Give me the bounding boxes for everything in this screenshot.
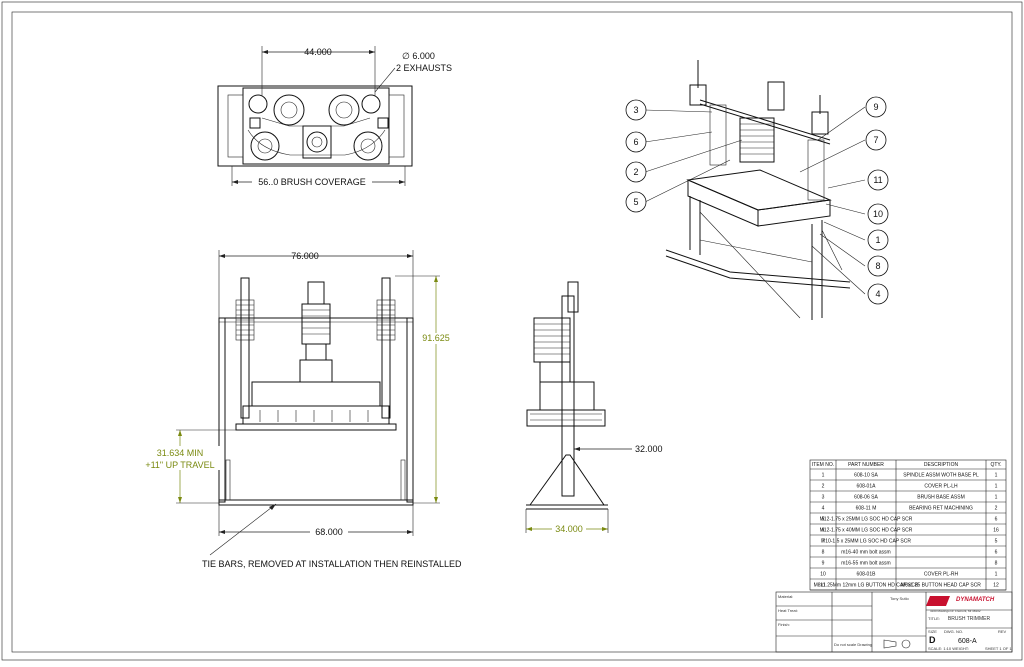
bom-cell-item: 2 [822, 484, 825, 490]
bom-cell-part: m16-55 mm bolt assm [841, 561, 890, 567]
bom-cell-item: 9 [822, 561, 825, 567]
tb-material: Material: [778, 594, 793, 599]
bom-cell-desc: COVER PL-RH [924, 572, 959, 578]
dim-brush-coverage: 56..0 BRUSH COVERAGE [258, 177, 366, 187]
bom-cell-part: 608-01A [857, 484, 877, 490]
bom-cell-item: 10 [820, 572, 826, 578]
dim-exhaust-dia: ∅ 6.000 [402, 51, 435, 61]
tb-dwg-label: DWG. NO. [944, 629, 963, 634]
bom-cell-qty: 1 [995, 484, 998, 490]
tb-finish: Finish: [778, 622, 790, 627]
balloon-11: 11 [873, 175, 882, 185]
bom-cell-item: 8 [822, 550, 825, 556]
bom-cell-item: 7 [822, 539, 825, 545]
dim-up-travel: +11" UP TRAVEL [145, 460, 214, 470]
tb-scale-note: Do not scale Drawing [834, 642, 872, 647]
balloon-4: 4 [875, 289, 880, 299]
side-view: 32.000 34.000 [525, 281, 663, 534]
tb-title: BRUSH TRIMMER [948, 616, 991, 622]
bom-cell-qty: 1 [995, 572, 998, 578]
bom-cell-part: 608-11 M [856, 506, 877, 512]
bom-cell-qty: 8 [995, 561, 998, 567]
bom-cell-qty: 1 [995, 473, 998, 479]
bom-cell-desc: M8x1.25 BUTTON HEAD CAP SCR [901, 583, 981, 589]
bom-cell-part: M12-1.75 x 40MM LG SOC HD CAP SCR [820, 528, 913, 534]
bom-cell-part: M10-1.5 x 25MM LG SOC HD CAP SCR [821, 539, 911, 545]
bom-cell-qty: 5 [995, 539, 998, 545]
tb-title-label: TITLE: [928, 616, 940, 621]
bom-cell-desc: COVER PL-LH [924, 484, 958, 490]
balloon-8: 8 [875, 261, 880, 271]
note-tie-bars: TIE BARS, REMOVED AT INSTALLATION THEN R… [202, 559, 462, 569]
bom-cell-desc: SPINDLE ASSM WOTH BASE PL [903, 473, 979, 479]
dim-top-width: 44.000 [304, 47, 332, 57]
bom-cell-qty: 12 [993, 583, 999, 589]
bom-cell-part: 608-01B [857, 572, 877, 578]
bom-cell-item: 11 [820, 583, 825, 589]
dim-side-depth: 32.000 [635, 444, 663, 454]
bom-header-item: ITEM NO. [812, 462, 834, 468]
dim-height: 91.625 [422, 333, 450, 343]
bom-header-part: PART NUMBER [848, 462, 884, 468]
balloon-10: 10 [873, 209, 883, 219]
balloon-2: 2 [633, 167, 638, 177]
front-view: 76.000 91.625 31.634 MIN +11" UP TRAVEL … [138, 250, 462, 569]
balloon-5: 5 [633, 197, 638, 207]
tb-scale: SCALE: 1:10 WEIGHT: [928, 646, 969, 651]
bom-cell-part: m16-40 mm bolt assm [841, 550, 890, 556]
bom-cell-item: 5 [822, 517, 825, 523]
top-view: 44.000 ∅ 6.000 2 EXHAUSTS 56..0 BRUSH CO… [217, 46, 452, 187]
dim-exhausts: 2 EXHAUSTS [396, 63, 452, 73]
bom-cell-item: 1 [822, 473, 825, 479]
tb-drawn-by: Tony Sutlo [890, 596, 909, 601]
tb-size-label: SIZE [928, 629, 937, 634]
balloon-1: 1 [875, 235, 880, 245]
dim-min-height: 31.634 MIN [157, 448, 204, 458]
balloon-9: 9 [873, 102, 878, 112]
balloon-6: 6 [633, 137, 638, 147]
tb-sheet: SHEET 1 OF 1 [985, 646, 1012, 651]
bom-cell-item: 6 [822, 528, 825, 534]
bom-cell-item: 4 [822, 506, 825, 512]
title-block: Material: Heat Treat: Finish: Do not sca… [775, 591, 1012, 653]
bom-cell-desc: BEARING RET MACHINING [909, 506, 973, 512]
balloon-3: 3 [633, 105, 638, 115]
bom-header-description: DESCRIPTION [924, 462, 959, 468]
tb-address: 4100 Moulingo Dr. Fremont, MI 48102 [930, 609, 981, 613]
bom-cell-qty: 6 [995, 550, 998, 556]
tb-size: D [929, 635, 936, 645]
bom-cell-desc: BRUSH BASE ASSM [917, 495, 965, 501]
bom-cell-qty: 6 [995, 517, 998, 523]
isometric-view: 3 6 2 5 9 7 11 10 1 8 4 [625, 60, 889, 320]
bom-cell-part: 608-10 SA [854, 473, 878, 479]
dim-side-base: 34.000 [555, 524, 583, 534]
bom-cell-part: 608-06 SA [854, 495, 878, 501]
bom-cell-item: 3 [822, 495, 825, 501]
bom-header-qty: QTY. [990, 462, 1001, 468]
bom-cell-part: M8x1.25Mm 12mm LG BUTTON HD CAP SCR [814, 583, 919, 589]
bom-cell-part: M12-1.75 x 25MM LG SOC HD CAP SCR [820, 517, 913, 523]
balloon-7: 7 [873, 135, 878, 145]
bom-cell-qty: 1 [995, 495, 998, 501]
dim-base-width: 68.000 [315, 527, 343, 537]
tb-dwg-no: 608-A [958, 638, 977, 645]
tb-company: DYNAMATCH [956, 597, 995, 603]
tb-heat-treat: Heat Treat: [778, 608, 798, 613]
tb-rev-label: REV [998, 629, 1007, 634]
dim-front-width: 76.000 [291, 251, 319, 261]
bom-cell-qty: 16 [993, 528, 999, 534]
bom-cell-qty: 2 [995, 506, 998, 512]
sheet-border [11, 11, 1013, 653]
